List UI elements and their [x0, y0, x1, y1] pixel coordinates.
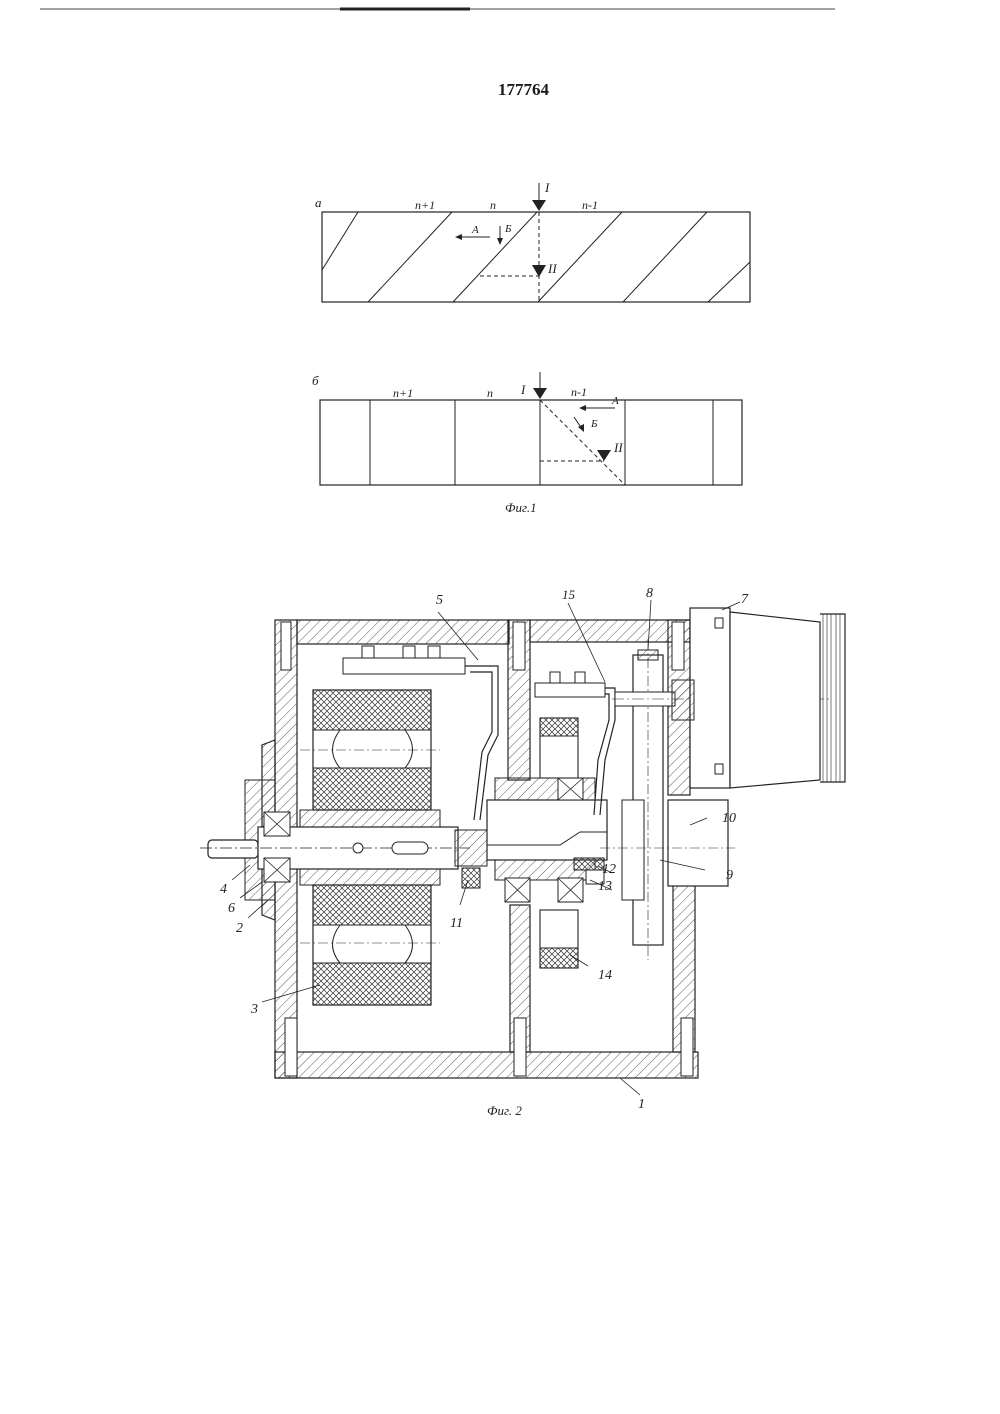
fig2-label-2: 2: [236, 921, 243, 936]
fig1a-arrow-b-label: Б: [504, 223, 512, 235]
fig1-caption: Фиг.1: [505, 500, 537, 515]
fig2-label-15: 15: [562, 587, 576, 602]
fig1b-marker-top: I: [520, 382, 526, 397]
fig1b-arrow-a-label: А: [611, 395, 619, 407]
fig1a-arrow-a-label: А: [471, 224, 479, 236]
fig1a-label: а: [315, 195, 322, 210]
fig2-drawing: [200, 600, 845, 1095]
fig2-label-6: 6: [228, 901, 235, 916]
fig1b-marker-bottom: II: [613, 440, 623, 455]
patent-number: 177764: [498, 80, 549, 100]
fig2-label-14: 14: [598, 968, 612, 983]
fig2-label-4: 4: [220, 882, 227, 897]
fig1a-marker-top: I: [544, 180, 550, 195]
fig1b-arrow-b-label: Б: [590, 418, 598, 430]
fig1-part-a: [322, 183, 750, 302]
fig1b-zone-n: n: [487, 386, 493, 400]
fig2-label-11: 11: [450, 916, 463, 931]
fig2-label-3: 3: [250, 1002, 258, 1017]
fig2-label-7: 7: [741, 592, 749, 607]
fig1a-zone-n: n: [490, 198, 496, 212]
fig1a-zone-n-plus-1: n+1: [415, 198, 435, 212]
fig2-caption: Фиг. 2: [487, 1103, 522, 1118]
fig2-label-9: 9: [726, 868, 733, 883]
fig2-label-5: 5: [436, 593, 443, 608]
fig1b-zone-n-plus-1: n+1: [393, 386, 413, 400]
fig1a-zone-n-minus-1: n-1: [582, 198, 598, 212]
fig2-label-1: 1: [638, 1097, 645, 1112]
fig2-label-12: 12: [602, 862, 616, 877]
fig2-label-13: 13: [598, 879, 612, 894]
fig1a-marker-bottom: II: [547, 261, 557, 276]
fig1-part-b: [320, 372, 742, 485]
fig1b-label: б: [312, 373, 319, 388]
fig2-label-10: 10: [722, 811, 736, 826]
fig2-label-8: 8: [646, 586, 653, 601]
fig1b-zone-n-minus-1: n-1: [571, 385, 587, 399]
